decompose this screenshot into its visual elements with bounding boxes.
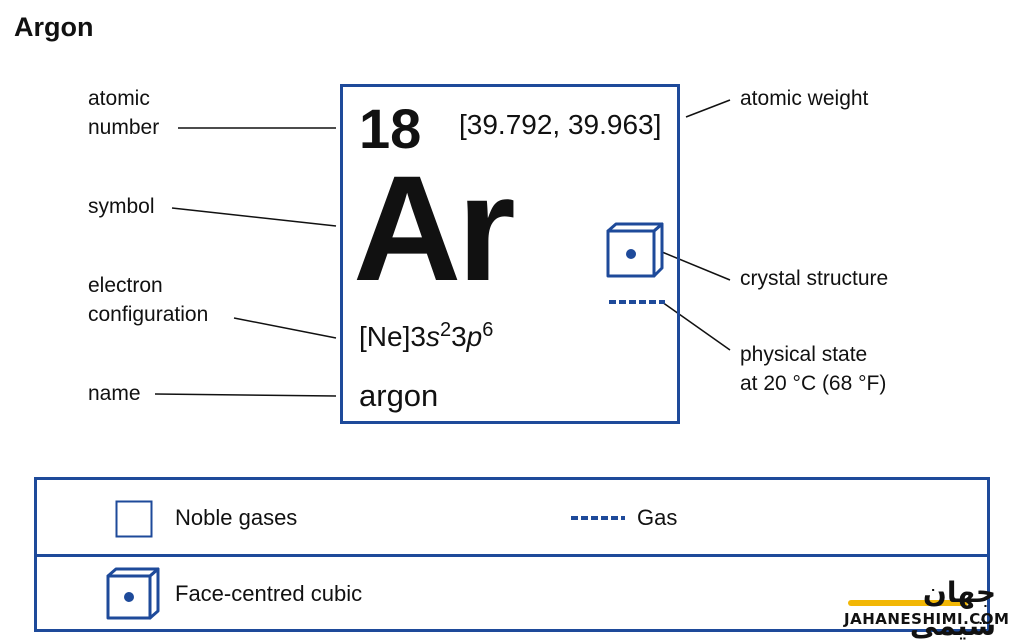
config-orbital-s: s [425,321,440,352]
dashed-line-icon [609,300,665,304]
config-n1: 3 [410,321,426,352]
leader-symbol [171,207,337,227]
atomic-weight: [39.792, 39.963] [459,109,662,140]
cube-icon [106,567,160,620]
leader-atomic-weight [685,99,731,118]
watermark-bar [848,600,968,606]
config-exp-s: 2 [439,319,452,341]
legend-category-label: Noble gases [175,505,298,530]
callout-electron-configuration: electron configuration [88,271,208,329]
callout-atomic-number-line1: atomic [88,87,150,110]
leader-name [154,393,337,397]
config-orbital-p: p [466,321,483,352]
element-card: 18 [39.792, 39.963] Ar [Ne]3s23p6 argon [340,84,680,424]
callout-physical-state: physical state at 20 °C (68 °F) [740,340,886,398]
callout-name: name [88,382,141,405]
watermark-logo: جهان شیمی JAHANESHIMI.COM [842,576,1009,642]
element-symbol: Ar [353,144,516,312]
legend: Noble gases Gas Face-centred cubic [34,477,990,632]
callout-symbol: symbol [88,195,155,218]
square-icon [115,500,153,538]
watermark-text-bottom: JAHANESHIMI.COM [844,610,1010,628]
callout-physical-state-line2: at 20 °C (68 °F) [740,372,887,395]
leader-crystal-structure [661,251,731,281]
electron-configuration: [Ne]3s23p6 [359,319,493,355]
config-exp-p: 6 [482,319,494,341]
callout-atomic-number-line2: number [88,116,160,139]
callout-atomic-number: atomic number [88,84,159,142]
atomic-number: 18 [359,97,422,160]
legend-state-label: Gas [637,505,678,530]
config-core: [Ne] [359,321,411,352]
callout-electron-configuration-line1: electron [88,274,163,297]
callout-physical-state-line1: physical state [740,343,868,366]
leader-physical-state [661,301,731,351]
element-name: argon [359,378,439,413]
leader-electron-configuration [233,317,337,339]
callout-atomic-weight: atomic weight [740,87,869,110]
legend-structure-label: Face-centred cubic [175,581,363,606]
watermark-text-top: جهان شیمی [909,576,996,642]
legend-divider [37,554,987,557]
callout-crystal-structure: crystal structure [740,267,889,290]
config-n2: 3 [451,321,467,352]
cube-icon [606,222,664,278]
page-title: Argon [14,12,94,42]
dashed-line-icon [571,516,625,520]
callout-electron-configuration-line2: configuration [88,303,209,326]
